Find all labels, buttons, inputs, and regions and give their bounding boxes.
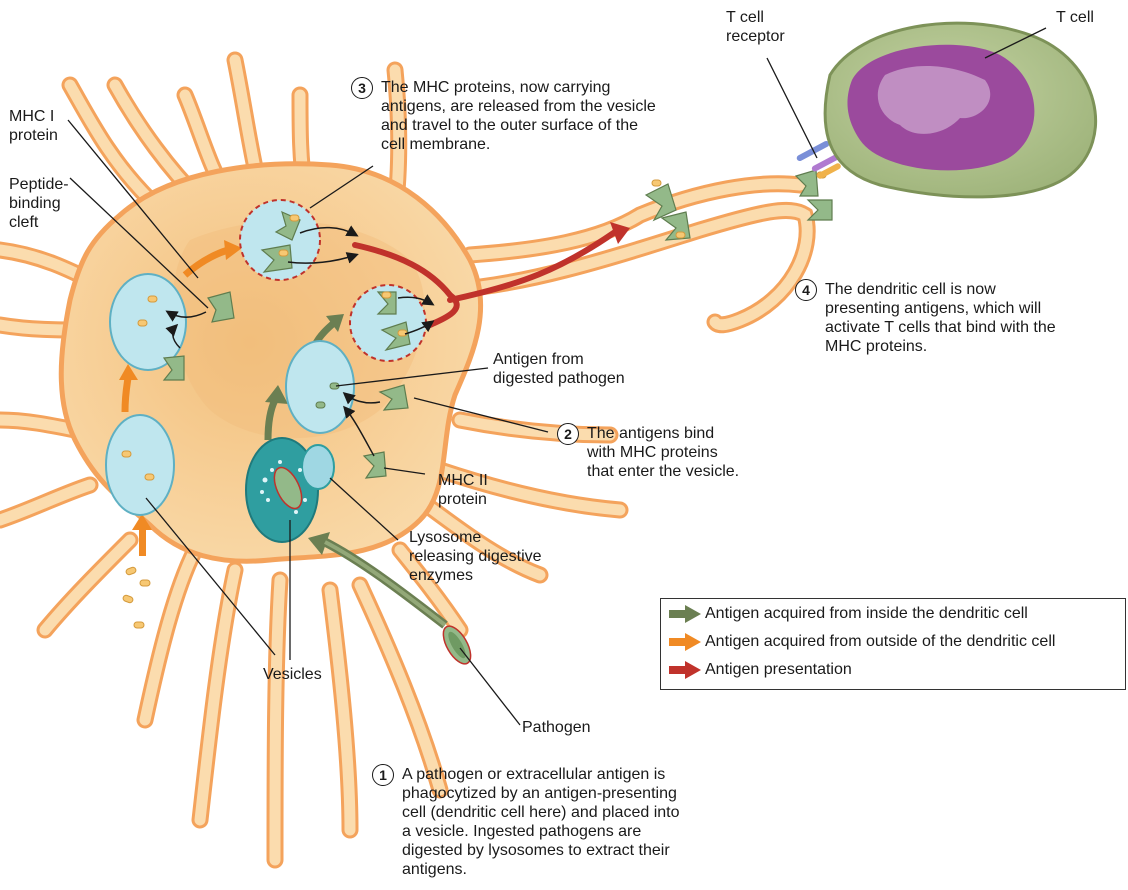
label-lysosome: Lysosome releasing digestive enzymes	[409, 529, 542, 584]
red-arrow-icon	[669, 661, 701, 679]
label-peptide-binding-cleft: Peptide- binding cleft	[9, 176, 69, 231]
label-vesicles: Vesicles	[263, 666, 322, 683]
bound-antigens	[278, 171, 827, 337]
step-number: 1	[372, 764, 394, 786]
step-number: 2	[557, 423, 579, 445]
step-text: The MHC proteins, now carrying antigens,…	[381, 79, 656, 153]
label-pathogen: Pathogen	[522, 719, 591, 736]
step-text: The antigens bind with MHC proteins that…	[587, 425, 740, 480]
step-4: 4 The dendritic cell is now presenting a…	[795, 279, 1105, 360]
label-tcell: T cell	[1056, 9, 1094, 26]
mhc-proteins	[162, 169, 833, 479]
vesicle-extracellular	[105, 414, 175, 516]
mechanism-arrows	[165, 225, 435, 457]
step-text: A pathogen or extracellular antigen is p…	[402, 766, 680, 878]
step-2: 2 The antigens bind with MHC proteins th…	[557, 423, 797, 484]
extracellular-antigens	[122, 566, 151, 629]
label-tcell-receptor: T cell receptor	[726, 9, 785, 45]
label-mhc2-protein: MHC II protein	[438, 472, 488, 508]
step-text: The dendritic cell is now presenting ant…	[825, 281, 1056, 355]
step-number: 3	[351, 77, 373, 99]
legend-label: Antigen presentation	[705, 661, 852, 678]
label-mhc1-protein: MHC I protein	[9, 108, 58, 144]
legend-label: Antigen acquired from outside of the den…	[705, 633, 1056, 650]
green-arrow-icon	[669, 605, 701, 623]
vesicle-mhc2	[285, 340, 355, 434]
step-number: 4	[795, 279, 817, 301]
phagosome-with-lysosome	[245, 437, 335, 543]
green-path-arrows	[264, 314, 448, 629]
step-3: 3 The MHC proteins, now carrying antigen…	[351, 77, 731, 158]
red-path-arrows	[352, 229, 618, 328]
orange-path-arrows	[119, 240, 242, 556]
leader-lines	[67, 27, 1047, 726]
orange-arrow-icon	[669, 633, 701, 651]
vesicle-mhc1	[109, 273, 187, 371]
tcell-shape	[823, 21, 1098, 199]
label-antigen-from-digested-pathogen: Antigen from digested pathogen	[493, 351, 625, 387]
step-1: 1 A pathogen or extracellular antigen is…	[372, 764, 752, 885]
legend-label: Antigen acquired from inside the dendrit…	[705, 605, 1028, 622]
legend: Antigen acquired from inside the dendrit…	[660, 598, 1126, 690]
pathogen-shape	[442, 625, 472, 665]
